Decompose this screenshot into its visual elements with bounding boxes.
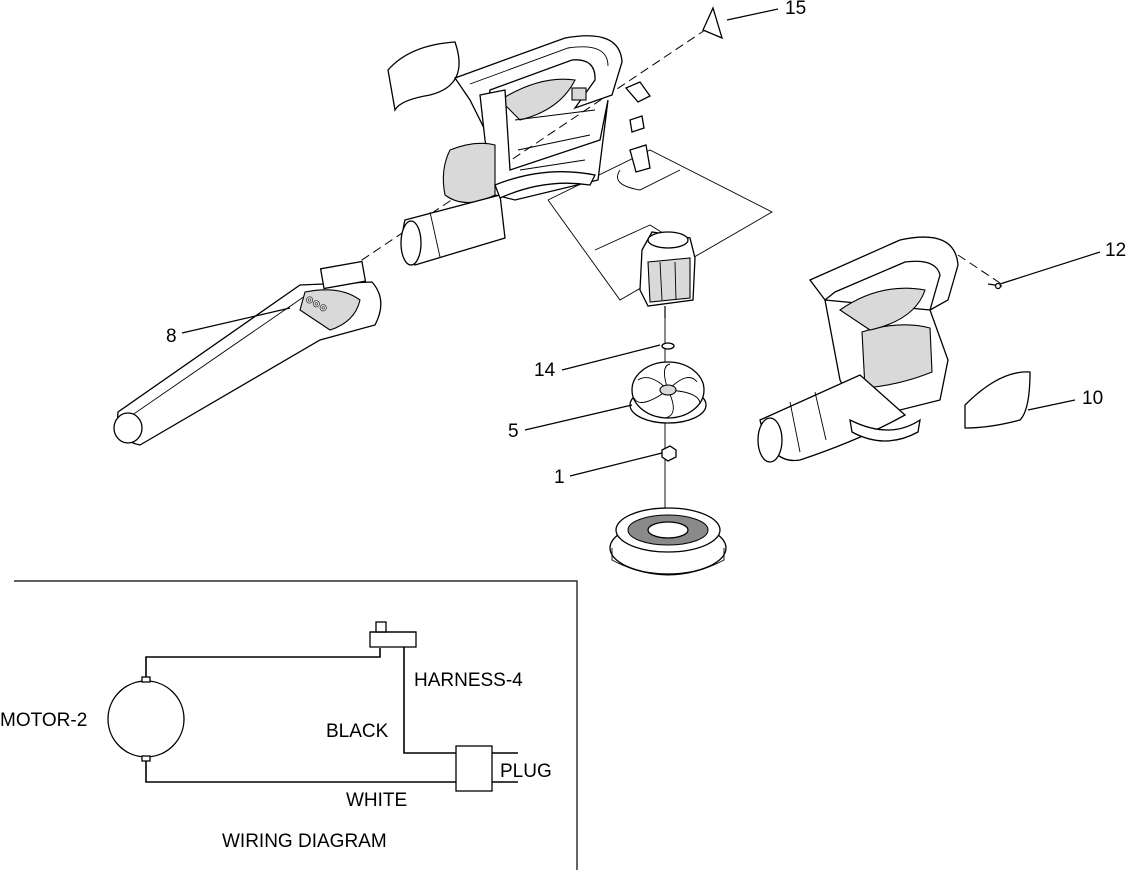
assembled-blower [757,236,959,463]
label-black: BLACK [326,721,389,742]
motor-symbol [107,680,185,758]
callout-10: 10 [1082,388,1103,409]
label-plug: PLUG [500,761,552,782]
callout-5: 5 [508,421,519,442]
callout-12: 12 [1105,240,1126,261]
warning-label-shape [387,41,460,113]
plug-symbol [455,745,493,792]
part-10-label [964,371,1031,429]
callout-numbers: 15 12 8 14 10 5 1 [166,0,1126,488]
switch-symbol [369,631,417,648]
part-8-nozzle: ◎◎◎ [113,260,382,446]
wiring-diagram-panel: MOTOR-2 HARNESS-4 BLACK PLUG WHITE WIRIN… [0,580,578,870]
switch-parts [571,81,681,191]
part-5-impeller [629,361,707,424]
housing-left-half [387,35,623,266]
wiring-diagram-title: WIRING DIAGRAM [222,831,387,852]
part-14-washer [661,342,675,350]
callout-1: 1 [554,467,565,488]
part-1-nut [661,445,677,462]
label-harness: HARNESS-4 [414,670,523,691]
motor-part [639,231,696,318]
part-15-wedge [702,6,724,40]
callout-15: 15 [785,0,806,19]
label-motor: MOTOR-2 [0,710,87,731]
callout-14: 14 [534,360,556,381]
callout-8: 8 [166,326,177,347]
callout-leaders [181,8,1101,477]
part-12-screw [987,282,1003,290]
bottom-cover [609,507,727,576]
label-white: WHITE [346,790,407,811]
